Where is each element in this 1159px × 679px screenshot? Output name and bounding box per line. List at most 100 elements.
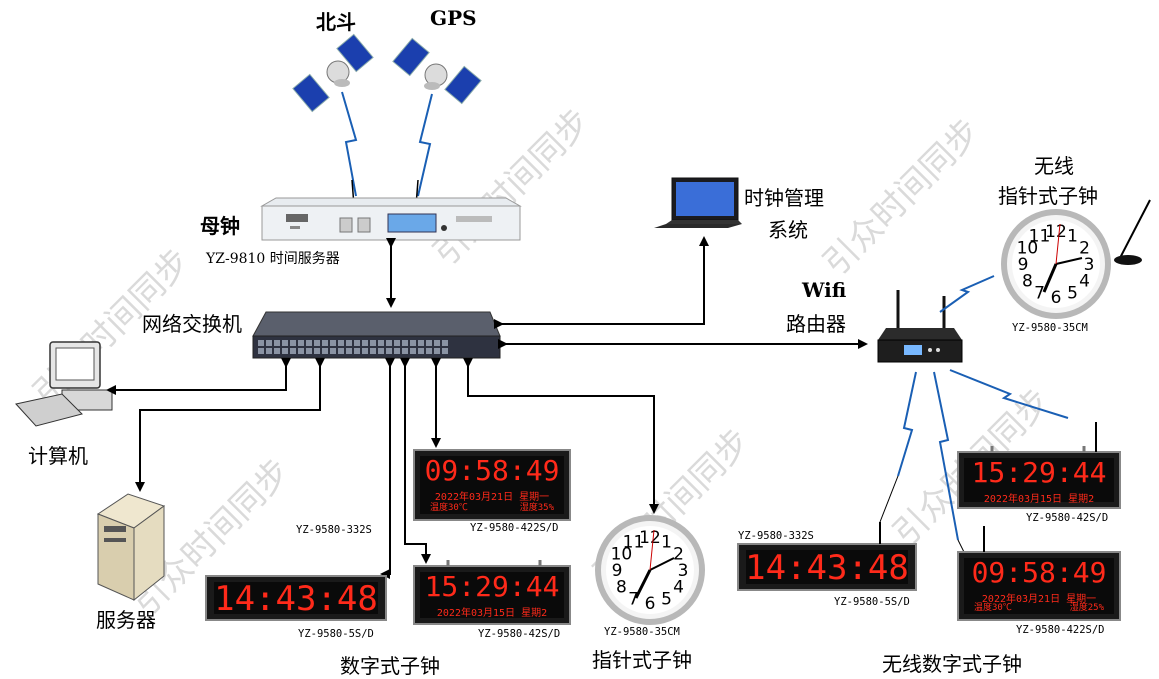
switch-port: [282, 348, 288, 354]
w2-clock-screen: [964, 458, 1114, 502]
wifi-router-icon: [877, 290, 963, 363]
d1-clock-screen: [214, 582, 378, 614]
w1-clock-time: 14:43:48: [745, 548, 909, 588]
clock-numeral: 3: [1084, 255, 1095, 275]
beidou-label: 北斗: [316, 10, 356, 34]
clock-numeral: 10: [611, 545, 633, 565]
w3-clock-temp: 温度30℃: [974, 601, 1012, 613]
wireless-digital-group-title: 无线数字式子钟: [882, 652, 1022, 676]
switch-port: [346, 340, 352, 346]
switch-port: [290, 348, 296, 354]
switch-port: [370, 348, 376, 354]
w3-clock-screen: [964, 558, 1114, 614]
d1-clock-time: 14:43:48: [214, 579, 378, 619]
switch-port: [346, 348, 352, 354]
clock-numeral: 11: [1029, 226, 1051, 246]
switch-port: [434, 340, 440, 346]
w1-clock-screen: [746, 550, 908, 584]
switch-port: [354, 348, 360, 354]
switch-port: [378, 340, 384, 346]
switch-port: [314, 348, 320, 354]
d3-clock-date: 2022年03月21日 星期一: [435, 490, 549, 503]
switch-port: [322, 348, 328, 354]
d1-model-bottom: YZ-9580-5S/D: [298, 628, 374, 640]
switch-port: [410, 340, 416, 346]
switch-port: [386, 348, 392, 354]
analog-clock-title: 指针式子钟: [592, 648, 692, 672]
wireless-analog-line2: 指针式子钟: [998, 184, 1098, 208]
switch-port: [274, 348, 280, 354]
clock-numeral: 5: [1067, 284, 1078, 304]
switch-port: [362, 340, 368, 346]
switch-port: [394, 348, 400, 354]
switch-port: [314, 340, 320, 346]
switch-port: [266, 348, 272, 354]
switch-port: [402, 348, 408, 354]
switch-port: [378, 348, 384, 354]
switch-port: [290, 340, 296, 346]
gps-satellite-icon: [392, 37, 482, 105]
switch-port: [322, 340, 328, 346]
switch-port: [338, 340, 344, 346]
clock-numeral: 8: [1022, 272, 1033, 292]
switch-port: [426, 348, 432, 354]
switch-port: [330, 340, 336, 346]
switch-port: [266, 340, 272, 346]
clock-numeral: 9: [1018, 255, 1029, 275]
w3-clock-humidity: 湿度25%: [1070, 601, 1105, 613]
master-clock-server-icon: [260, 197, 522, 241]
switch-port: [418, 348, 424, 354]
gps-label: GPS: [430, 6, 477, 30]
clock-numeral: 5: [661, 590, 672, 610]
switch-port: [362, 348, 368, 354]
switch-port: [306, 340, 312, 346]
switch-port: [354, 340, 360, 346]
switch-port: [442, 348, 448, 354]
network-switch-icon: [252, 311, 501, 359]
clock-numeral: 6: [645, 594, 656, 614]
clock-numeral: 12: [1045, 222, 1067, 242]
digital-group-title: 数字式子钟: [340, 654, 440, 678]
clock-numeral: 1: [1067, 226, 1078, 246]
d2-clock-time: 15:29:44: [425, 570, 560, 603]
signal-lightning-icon: [417, 93, 433, 197]
d3-clock-humidity: 湿度35%: [520, 501, 555, 513]
w2-clock-time: 15:29:44: [972, 456, 1107, 489]
clock-numeral: 2: [673, 545, 684, 565]
switch-port: [274, 340, 280, 346]
switch-port: [258, 348, 264, 354]
master-clock-title: 母钟: [200, 214, 240, 238]
server-label: 服务器: [96, 608, 156, 632]
switch-port: [386, 340, 392, 346]
wireless-signal-icon: [933, 371, 959, 541]
wireless-signal-icon: [939, 275, 995, 313]
switch-port: [426, 340, 432, 346]
server-tower-icon: [96, 493, 166, 602]
switch-port: [298, 340, 304, 346]
clock-numeral: 1: [661, 532, 672, 552]
clock-numeral: 8: [616, 578, 627, 598]
d1-model-top: YZ-9580-332S: [296, 524, 372, 536]
switch-port: [442, 340, 448, 346]
d2-model: YZ-9580-42S/D: [478, 628, 561, 640]
clock-numeral: 7: [1034, 284, 1045, 304]
clock-numeral: 11: [623, 532, 645, 552]
wireless-signal-icon: [897, 371, 917, 477]
d3-model: YZ-9580-422S/D: [470, 522, 559, 534]
wireless-analog-line1: 无线: [1034, 154, 1074, 178]
d3-clock-temp: 温度30℃: [430, 501, 468, 513]
clock-numeral: 4: [1079, 272, 1090, 292]
clock-numeral: 3: [678, 561, 689, 581]
router-line1: Wifi: [802, 278, 847, 302]
laptop-icon: [654, 177, 742, 228]
switch-port: [282, 340, 288, 346]
switch-port: [370, 340, 376, 346]
analog-clock-model: YZ-9580-35CM: [604, 626, 680, 638]
w3-clock-time: 09:58:49: [972, 556, 1107, 589]
switch-port: [418, 340, 424, 346]
d2-clock-screen: [420, 572, 564, 618]
management-line2: 系统: [768, 218, 808, 242]
